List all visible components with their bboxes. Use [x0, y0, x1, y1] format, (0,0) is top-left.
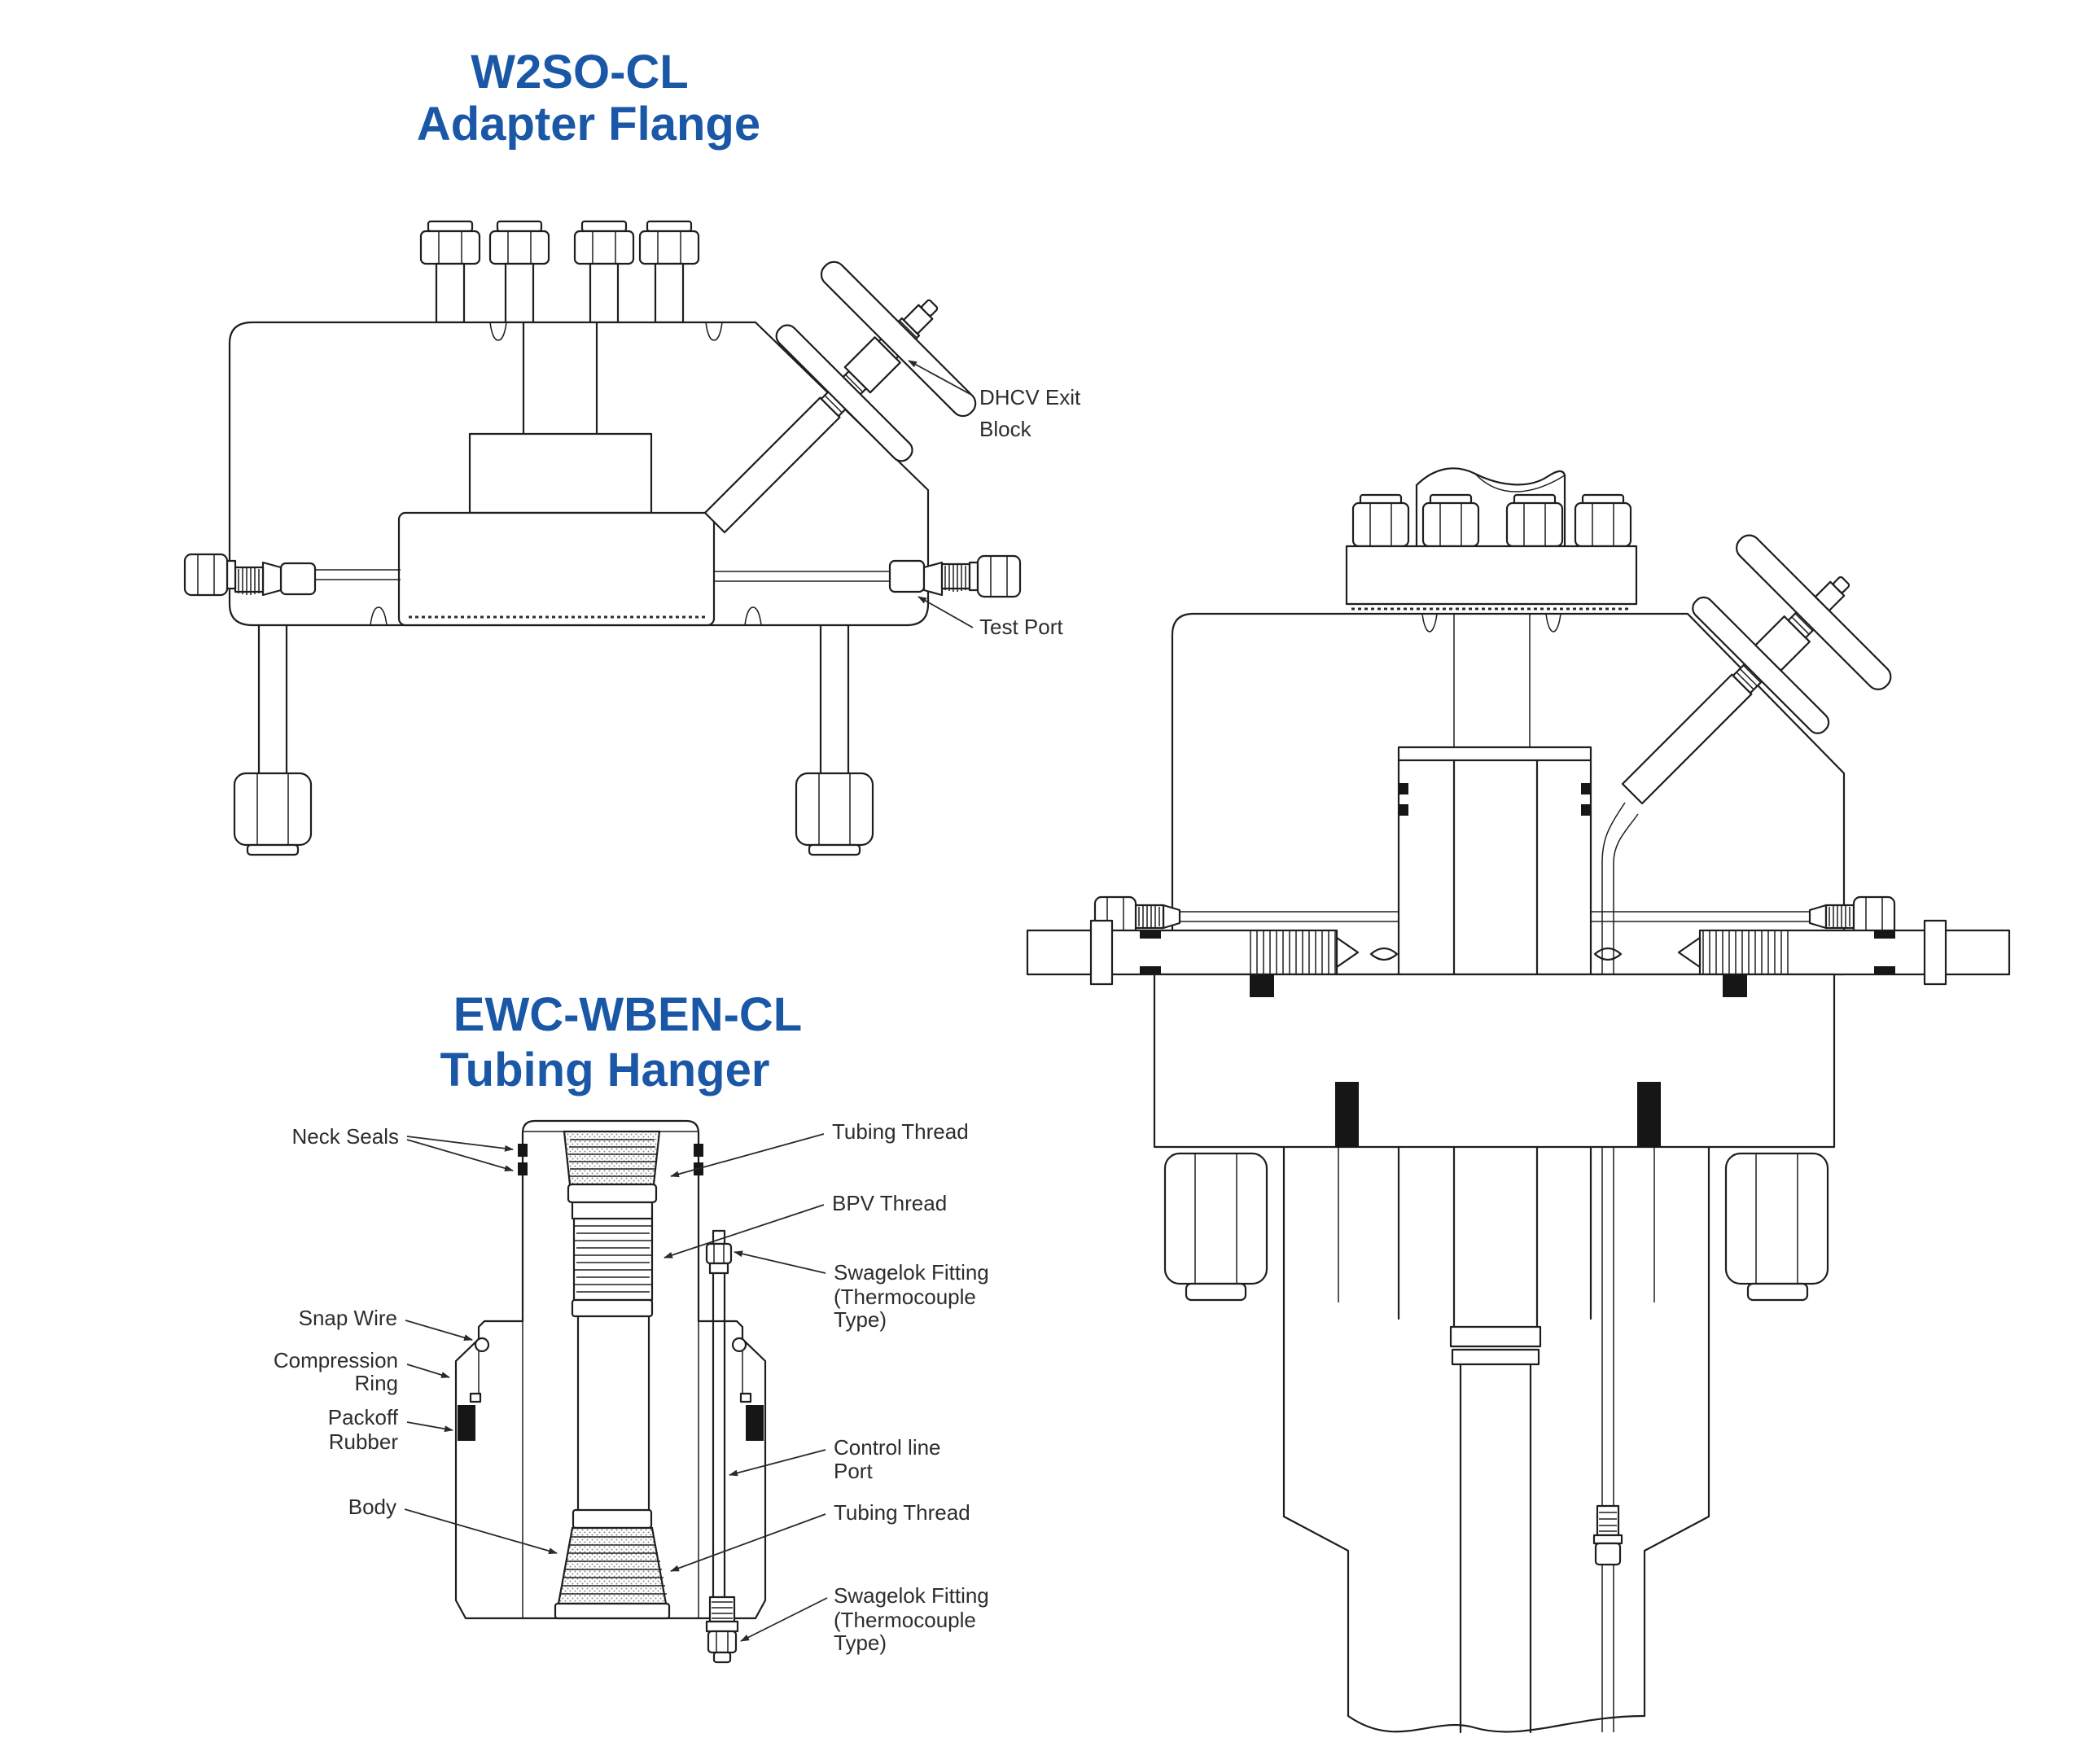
- bpv-thread-label: BPV Thread: [832, 1191, 947, 1215]
- packoff-rubber-label-line1: Packoff: [328, 1405, 399, 1429]
- dhcv-label-line1: DHCV Exit: [979, 385, 1081, 409]
- swagelok-top-label-line3: Type): [834, 1307, 887, 1332]
- flange-test-port-fitting: [714, 554, 1022, 598]
- assembly-right-wing-bar: [1677, 919, 2011, 986]
- assembly-dhcv-valve: [1621, 534, 1892, 805]
- test-port-label: Test Port: [979, 615, 1063, 639]
- swagelok-bottom-label-line2: (Thermocouple: [834, 1608, 976, 1632]
- snap-wire-right: [731, 1337, 747, 1353]
- hanger-title: EWC-WBEN-CL Tubing Hanger: [440, 988, 803, 1096]
- tubing-thread-top-label: Tubing Thread: [832, 1119, 969, 1144]
- snap-wire-left: [474, 1337, 490, 1353]
- swagelok-bottom-label-line3: Type): [834, 1630, 887, 1655]
- dhcv-exit-block-valve: [703, 260, 977, 534]
- control-line-assembly: [705, 1229, 739, 1664]
- assembly-lower-body: [1153, 973, 1836, 1733]
- dhcv-label-line2: Block: [979, 417, 1032, 441]
- flange-top-bolts: [419, 220, 700, 324]
- flange-title: W2SO-CL Adapter Flange: [417, 46, 760, 151]
- packoff-rubber-label-line2: Rubber: [329, 1429, 399, 1454]
- tubing-thread-bottom-label: Tubing Thread: [834, 1500, 970, 1525]
- dhcv-leader: [908, 360, 974, 396]
- flange-title-line1: W2SO-CL: [471, 46, 688, 98]
- flange-center-stack: [397, 321, 716, 627]
- compression-ring-label-line1: Compression: [274, 1348, 398, 1372]
- compression-ring-label-line2: Ring: [355, 1371, 398, 1395]
- control-line-label-line2: Port: [834, 1459, 873, 1483]
- assembly-right-fitting: [1591, 895, 1896, 938]
- hanger-body-outline: [454, 1119, 767, 1620]
- assembly-riser: [1415, 467, 1566, 548]
- neck-seals-label: Neck Seals: [292, 1124, 400, 1149]
- snap-wire-label: Snap Wire: [299, 1306, 397, 1330]
- test-port-leader: [918, 596, 974, 628]
- assembly-left-wing-bar: [1026, 919, 1360, 986]
- hanger-title-line1: EWC-WBEN-CL: [453, 988, 802, 1041]
- adapter-flange-drawing: DHCV Exit Block Test Port: [183, 220, 1081, 856]
- hanger-center-column: [554, 1130, 671, 1620]
- flange-callouts: DHCV Exit Block Test Port: [908, 360, 1081, 639]
- body-label: Body: [348, 1495, 396, 1519]
- assembly-body: [1171, 612, 1846, 976]
- tubing-hanger-drawing: Neck Seals Snap Wire Compression Ring Pa…: [274, 1119, 989, 1664]
- flange-left-fitting: [183, 553, 401, 597]
- assembly-drawing: [1026, 467, 2011, 1734]
- packoff-rubber-left: [458, 1405, 475, 1441]
- flange-legs: [233, 624, 874, 856]
- assembly-top-flange: [1345, 493, 1638, 611]
- hanger-title-line2: Tubing Hanger: [440, 1044, 770, 1096]
- assembly-control-line: [1592, 802, 1639, 1732]
- hanger-right-callouts: Tubing Thread BPV Thread Swagelok Fittin…: [664, 1119, 989, 1655]
- flange-title-line2: Adapter Flange: [417, 98, 760, 151]
- swagelok-top-label-line2: (Thermocouple: [834, 1285, 976, 1309]
- hanger-left-callouts: Neck Seals Snap Wire Compression Ring Pa…: [274, 1124, 558, 1555]
- swagelok-bottom-label-line1: Swagelok Fitting: [834, 1583, 989, 1608]
- swagelok-top-label-line1: Swagelok Fitting: [834, 1260, 989, 1285]
- control-line-label-line1: Control line: [834, 1435, 941, 1460]
- packoff-rubber-right: [746, 1405, 764, 1441]
